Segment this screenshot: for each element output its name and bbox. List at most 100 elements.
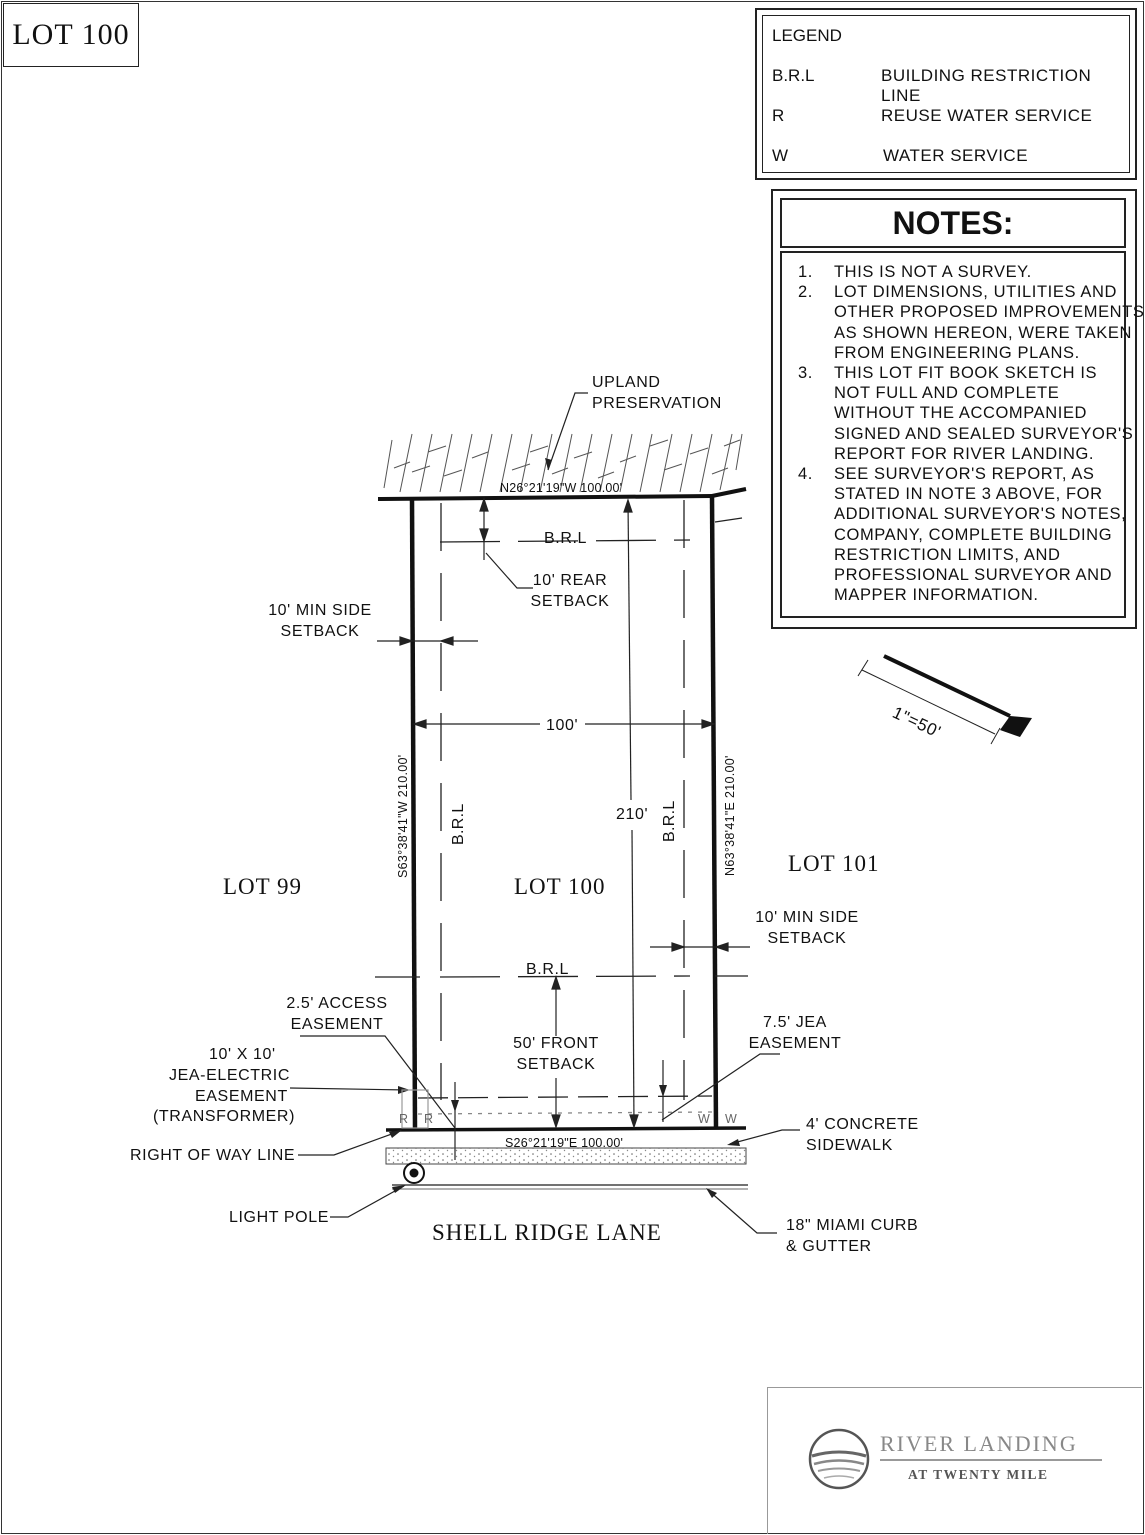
reuse-mark-1: R <box>399 1112 409 1126</box>
notes-heading: NOTES: <box>780 198 1126 248</box>
legend-row-water: W WATER SERVICE <box>772 146 1129 168</box>
legend-row-reuse: R REUSE WATER SERVICE <box>772 106 1129 128</box>
front-lot-line <box>385 1126 747 1132</box>
lot-100-label: LOT 100 <box>514 874 606 899</box>
brl-left-label: B.R.L <box>450 803 467 845</box>
lot-title-box: LOT 100 <box>3 3 139 67</box>
brl-front-label: B.R.L <box>526 961 570 978</box>
note-text: NOT FULL AND COMPLETE <box>834 384 1060 403</box>
jea-easement-1: 7.5' JEA <box>763 1014 827 1031</box>
street-name: SHELL RIDGE LANE <box>432 1220 662 1245</box>
river-landing-logo-icon <box>808 1428 870 1490</box>
rear-bearing: N26°21'19"W 100.00' <box>500 481 623 495</box>
jea-electric-4: (TRANSFORMER) <box>153 1108 296 1125</box>
sidewalk <box>385 1147 747 1165</box>
sidewalk-label-1: 4' CONCRETE <box>806 1116 919 1133</box>
note-text: AS SHOWN HEREON, WERE TAKEN <box>834 323 1132 342</box>
left-setback-dim <box>377 636 478 646</box>
note-text: THIS LOT FIT BOOK SKETCH IS <box>834 364 1098 382</box>
water-mark-1: W <box>698 1112 710 1126</box>
water-mark-2: W <box>725 1112 737 1126</box>
note-number: 1. <box>798 263 813 281</box>
legend-title: LEGEND <box>772 26 842 45</box>
right-side-setback-1: 10' MIN SIDE <box>755 909 859 926</box>
legend-abbr: R <box>772 106 785 125</box>
note-text: PROFESSIONAL SURVEYOR AND <box>834 566 1113 584</box>
legend-desc: REUSE WATER SERVICE <box>881 106 1093 125</box>
legend-box: LEGEND B.R.L BUILDING RESTRICTION LINE R… <box>755 8 1137 180</box>
width-dim-label: 100' <box>546 717 579 734</box>
front-setback-2: SETBACK <box>516 1056 596 1073</box>
upland-leader <box>547 392 588 471</box>
note-text: RESTRICTION LIMITS, AND <box>834 545 1061 564</box>
rear-setback-dim <box>479 497 533 589</box>
scale-bar <box>857 654 1032 745</box>
rear-lot-line <box>377 494 713 501</box>
brl-right-label: B.R.L <box>661 800 678 842</box>
right-lot-line <box>709 495 719 1130</box>
jea-electric-1: 10' X 10' <box>209 1046 276 1063</box>
note-text: FROM ENGINEERING PLANS. <box>834 343 1080 362</box>
jea-electric-3: EASEMENT <box>195 1088 288 1105</box>
note-text: STATED IN NOTE 3 ABOVE, FOR <box>834 485 1103 504</box>
note-text: OTHER PROPOSED IMPROVEMENTS, <box>834 303 1145 322</box>
reuse-mark-2: R <box>424 1112 434 1126</box>
note-text: SEE SURVEYOR'S REPORT, AS <box>834 465 1095 483</box>
note-text: COMPANY, COMPLETE BUILDING <box>834 525 1113 544</box>
left-side-setback-2: SETBACK <box>280 623 360 640</box>
note-text: SIGNED AND SEALED SURVEYOR'S <box>834 424 1134 443</box>
legend-abbr: W <box>772 146 789 165</box>
note-number: 4. <box>798 465 813 483</box>
right-of-way-label: RIGHT OF WAY LINE <box>130 1147 296 1164</box>
legend-desc: BUILDING RESTRICTION LINE <box>881 66 1092 105</box>
brand-divider <box>880 1459 1102 1461</box>
legend-row-brl: B.R.L BUILDING RESTRICTION LINE <box>772 66 1129 105</box>
front-bearing: S26°21'19"E 100.00' <box>505 1136 624 1150</box>
rear-setback-label-2: SETBACK <box>530 593 610 610</box>
left-bearing: S63°38'41"W 210.00' <box>396 754 410 878</box>
lot-101-label: LOT 101 <box>788 851 880 876</box>
light-pole-label: LIGHT POLE <box>229 1209 329 1226</box>
note-text: ADDITIONAL SURVEYOR'S NOTES, <box>834 505 1127 524</box>
width-dim <box>412 719 716 729</box>
rear-setback-label-1: 10' REAR <box>532 572 608 589</box>
legend-abbr: B.R.L <box>772 66 815 85</box>
notes-box: NOTES: 1. THIS IS NOT A SURVEY. 2. LOT DIME… <box>771 189 1145 629</box>
left-lot-line <box>409 498 418 1130</box>
note-text: THIS IS NOT A SURVEY. <box>834 263 1032 281</box>
curb-label-2: & GUTTER <box>786 1238 872 1255</box>
note-text: REPORT FOR RIVER LANDING. <box>834 444 1095 463</box>
upland-hatch <box>383 433 743 493</box>
right-setback-dim <box>650 942 750 952</box>
note-text: LOT DIMENSIONS, UTILITIES AND <box>834 283 1117 302</box>
note-number: 3. <box>798 364 813 382</box>
left-side-setback-1: 10' MIN SIDE <box>268 602 372 619</box>
upland-label-1: UPLAND <box>592 374 661 391</box>
brl-rear-label: B.R.L <box>544 530 588 547</box>
access-easement-1: 2.5' ACCESS <box>286 995 388 1012</box>
note-number: 2. <box>798 283 813 302</box>
lot-title: LOT 100 <box>12 18 130 51</box>
easement-leaders <box>289 1035 780 1160</box>
light-pole-icon <box>403 1162 425 1184</box>
legend-inner: LEGEND B.R.L BUILDING RESTRICTION LINE R… <box>762 15 1130 173</box>
upland-label-2: PRESERVATION <box>592 395 722 412</box>
front-setback-1: 50' FRONT <box>513 1035 599 1052</box>
legend-desc: WATER SERVICE <box>883 146 1029 165</box>
jea-electric-2: JEA-ELECTRIC <box>169 1067 290 1084</box>
notes-body: 1. THIS IS NOT A SURVEY. 2. LOT DIMENSIONS,… <box>780 251 1145 618</box>
note-text: WITHOUT THE ACCOMPANIED <box>834 404 1088 423</box>
curb-label-1: 18" MIAMI CURB <box>786 1217 919 1234</box>
depth-dim-label: 210' <box>616 806 649 823</box>
access-easement-2: EASEMENT <box>290 1016 384 1033</box>
right-bearing: N63°38'41"E 210.00' <box>723 755 737 876</box>
brand-name: RIVER LANDING <box>880 1431 1078 1456</box>
right-side-setback-2: SETBACK <box>767 930 847 947</box>
lot-99-label: LOT 99 <box>223 874 303 899</box>
brand-box: RIVER LANDING AT TWENTY MILE <box>767 1387 1142 1534</box>
depth-dim <box>623 498 639 1129</box>
note-text: MAPPER INFORMATION. <box>834 586 1039 605</box>
sidewalk-label-2: SIDEWALK <box>806 1137 893 1154</box>
